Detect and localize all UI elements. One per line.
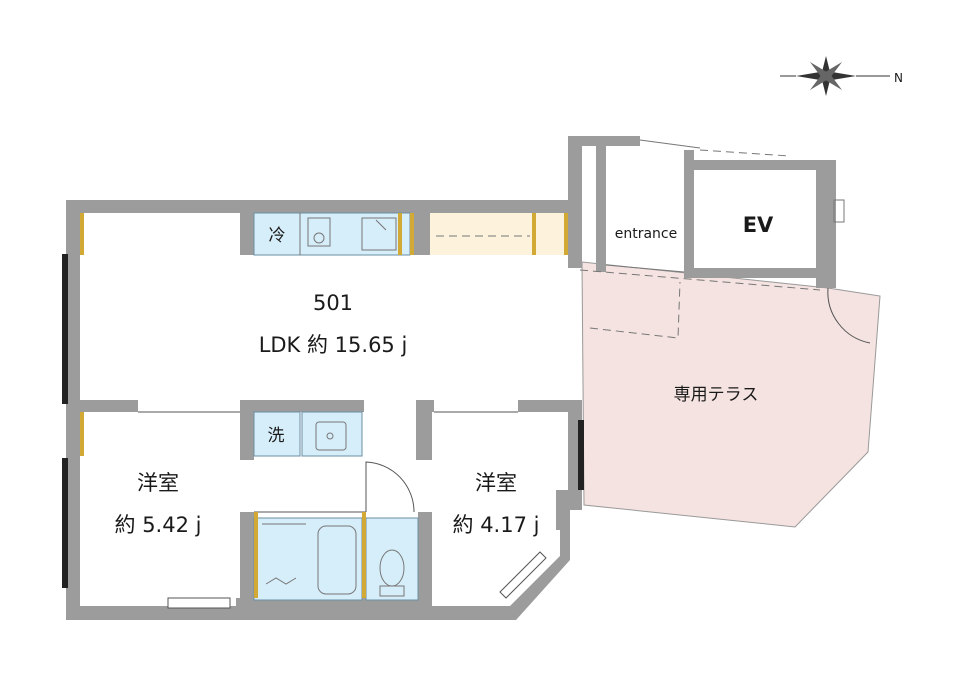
terrace-label: 専用テラス	[674, 385, 759, 405]
window-west-lower	[62, 458, 68, 588]
entrance-block	[568, 136, 845, 291]
bathtub-icon	[317, 525, 357, 595]
window-south	[167, 597, 231, 609]
interior-walls	[66, 213, 582, 612]
elevator-label: EV	[743, 213, 774, 237]
fridge-label: 冷	[269, 226, 286, 246]
exterior-walls	[66, 140, 582, 620]
toilet-door-swing	[365, 461, 415, 513]
washbasin-sink-icon	[315, 421, 347, 451]
bedroom-east-name: 洋室	[475, 471, 517, 495]
sink-icon	[361, 217, 397, 251]
bedroom-west-name: 洋室	[137, 471, 179, 495]
unit-number: 501	[313, 291, 353, 315]
window-bay	[499, 551, 547, 599]
washer-label: 洗	[268, 426, 285, 446]
bathroom-area	[253, 517, 363, 601]
entrance-label: entrance	[615, 226, 678, 242]
sliding-door-frames	[80, 213, 568, 598]
bedroom-west-area: 約 5.42 j	[115, 513, 202, 537]
compass-rose-icon	[780, 56, 890, 96]
terrace-door-swing	[827, 287, 871, 344]
washer-area	[253, 411, 301, 457]
toilet-area	[365, 517, 419, 601]
window-east	[578, 420, 584, 490]
terrace-dashed-line	[589, 281, 681, 339]
compass-north-label: N	[894, 71, 903, 85]
stove-icon	[307, 217, 331, 247]
bedroom-east-area: 約 4.17 j	[453, 513, 540, 537]
ldk-label: LDK 約 15.65 j	[259, 333, 408, 357]
window-west-upper	[62, 254, 68, 404]
closet-area	[430, 213, 564, 255]
